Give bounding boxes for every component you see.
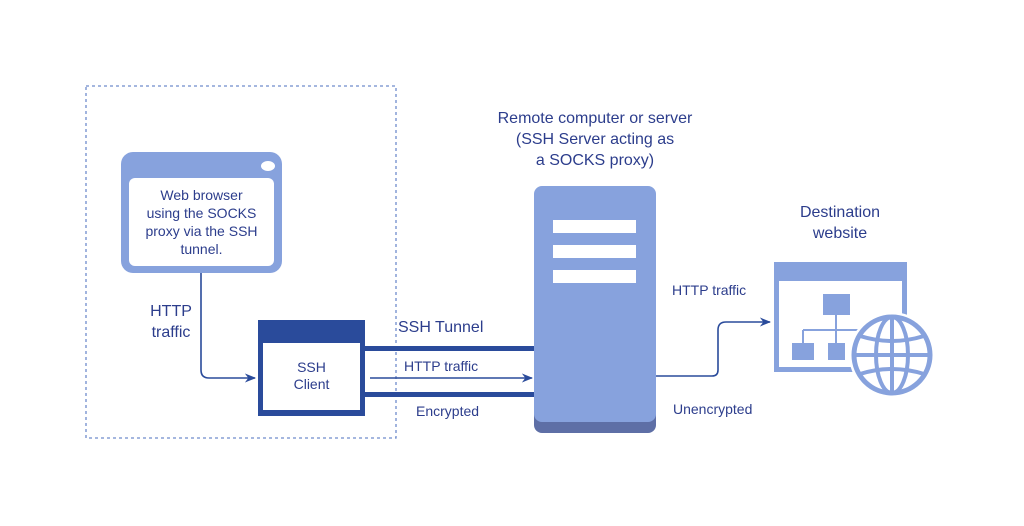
http-traffic-left-line: traffic [151,324,191,341]
http-traffic-left-label: HTTP traffic [136,301,206,343]
browser-label-line: using the SOCKS [146,205,257,221]
ssh-client-label-line: SSH [297,359,326,375]
browser-window-icon [121,152,282,273]
server-title-line: Remote computer or server [497,110,693,127]
unencrypted-label: Unencrypted [673,401,753,417]
destination-title-line: website [812,225,868,242]
destination-title-line: Destination [799,204,881,221]
server-icon [534,186,656,433]
browser-to-client-arrow [200,273,257,383]
destination-title: Destination website [770,202,910,244]
outbound-http-traffic-label: HTTP traffic [672,282,747,298]
ssh-client-label: SSH Client [263,359,360,393]
tunnel-bottom-line [365,392,537,397]
ssh-client-label-line: Client [293,376,330,392]
globe-icon [849,312,935,398]
local-machine-boundary [85,85,397,439]
browser-label-line: proxy via the SSH [145,223,258,239]
browser-label-line: tunnel. [180,241,223,257]
tunnel-top-line [365,346,537,351]
server-title: Remote computer or server (SSH Server ac… [470,108,720,171]
browser-label-line: Web browser [160,187,243,203]
tunnel-http-traffic-label: HTTP traffic [404,358,479,374]
server-title-line: (SSH Server acting as [515,131,675,148]
ssh-client-icon [258,320,365,416]
server-to-destination-arrow [656,317,772,377]
server-title-line: a SOCKS proxy) [535,152,655,169]
browser-label: Web browser using the SOCKS proxy via th… [129,186,274,258]
http-traffic-left-line: HTTP [150,303,192,320]
ssh-tunnel-title: SSH Tunnel [398,319,484,336]
encrypted-label: Encrypted [416,403,480,419]
